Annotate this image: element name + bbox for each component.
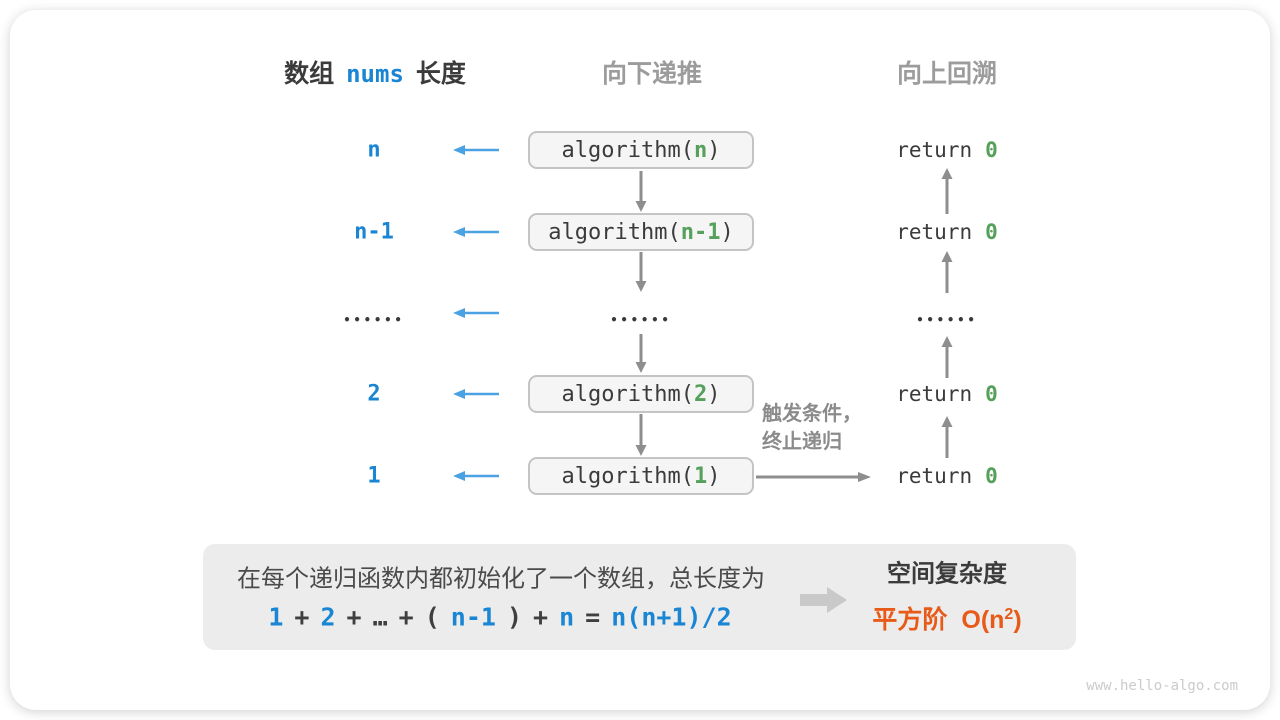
call-arg: n xyxy=(693,137,708,163)
call-close: ) xyxy=(707,381,721,407)
ellipsis-dots: •••••• xyxy=(916,313,978,327)
return-statement: return 0 xyxy=(896,138,998,162)
formula-term: 1 xyxy=(268,602,284,632)
return-keyword: return xyxy=(896,382,973,406)
up-arrow-icon xyxy=(941,336,953,378)
left-arrow-icon xyxy=(453,308,499,318)
superscript: 2 xyxy=(1004,606,1014,623)
length-label: 2 xyxy=(367,381,381,407)
column-header-array-length: 数组 nums 长度 xyxy=(284,54,466,90)
complexity-notation: O(n2) xyxy=(961,606,1021,635)
call-box: algorithm(n-1) xyxy=(528,213,754,251)
call-close: ) xyxy=(720,219,734,245)
return-value: 0 xyxy=(985,138,998,162)
termination-note: 触发条件， 终止递归 xyxy=(762,400,862,456)
complexity-order-label: 平方阶 xyxy=(872,606,948,634)
return-statement: return 0 xyxy=(896,464,998,488)
formula-operator: + xyxy=(346,602,362,632)
call-arg: 2 xyxy=(693,381,708,407)
left-arrow-icon xyxy=(453,227,499,237)
formula-operator: + xyxy=(533,602,549,632)
ellipsis-dots: •••••• xyxy=(610,313,672,327)
formula-ellipsis: … xyxy=(372,602,388,632)
length-label: 1 xyxy=(367,463,381,489)
call-fn: algorithm( xyxy=(548,219,681,245)
notation-prefix: O(n xyxy=(961,606,1005,634)
call-arg: n-1 xyxy=(680,219,721,245)
column-header-recurse-down: 向下递推 xyxy=(601,60,703,88)
call-close: ) xyxy=(707,463,721,489)
call-fn: algorithm( xyxy=(561,463,694,489)
return-value: 0 xyxy=(985,382,998,406)
down-arrow-icon xyxy=(635,252,647,292)
call-fn: algorithm( xyxy=(561,137,694,163)
return-keyword: return xyxy=(896,464,973,488)
termination-note-line1: 触发条件， xyxy=(762,403,862,425)
formula-paren: ( xyxy=(424,602,440,632)
ellipsis-dots: •••••• xyxy=(343,313,405,327)
call-box: algorithm(2) xyxy=(528,375,754,413)
return-keyword: return xyxy=(896,220,973,244)
length-label: n-1 xyxy=(354,219,394,245)
down-arrow-icon xyxy=(635,334,647,373)
complexity-value: 平方阶 O(n2) xyxy=(872,600,1021,636)
return-statement: return 0 xyxy=(896,382,998,406)
header-text-post: 长度 xyxy=(415,60,466,88)
return-statement: return 0 xyxy=(896,220,998,244)
column-header-backtrack-up: 向上回溯 xyxy=(896,60,998,88)
call-close: ) xyxy=(707,137,721,163)
termination-note-line2: 终止递归 xyxy=(762,431,842,453)
return-value: 0 xyxy=(985,464,998,488)
formula-operator: + xyxy=(294,602,310,632)
formula-term: n-1 xyxy=(450,602,496,632)
left-arrow-icon xyxy=(453,145,499,155)
return-value: 0 xyxy=(985,220,998,244)
nums-code: nums xyxy=(346,60,404,88)
call-box: algorithm(1) xyxy=(528,457,754,495)
summary-text: 在每个递归函数内都初始化了一个数组，总长度为 xyxy=(237,565,765,593)
left-arrow-icon xyxy=(453,389,499,399)
length-label: n xyxy=(367,137,381,163)
formula: 1 + 2 + … + ( n-1 ) + n = n(n+1)/2 xyxy=(268,603,731,632)
call-fn: algorithm( xyxy=(561,381,694,407)
down-arrow-icon xyxy=(635,414,647,456)
formula-term: n xyxy=(559,602,575,632)
watermark: www.hello-algo.com xyxy=(1086,678,1238,694)
formula-operator: + xyxy=(398,602,414,632)
formula-paren: ) xyxy=(506,602,523,632)
complexity-title: 空间复杂度 xyxy=(887,560,1007,588)
up-arrow-icon xyxy=(941,251,953,293)
formula-result: n(n+1)/2 xyxy=(611,602,732,632)
formula-term: 2 xyxy=(320,602,336,632)
call-arg: 1 xyxy=(693,463,708,489)
down-arrow-icon xyxy=(635,171,647,212)
left-arrow-icon xyxy=(453,471,499,481)
summary-panel xyxy=(203,544,1076,650)
header-text-pre: 数组 xyxy=(284,60,335,88)
up-arrow-icon xyxy=(941,168,953,214)
call-box: algorithm(n) xyxy=(528,131,754,169)
block-arrow-icon xyxy=(800,587,847,613)
formula-operator: = xyxy=(585,602,601,632)
return-keyword: return xyxy=(896,138,973,162)
up-arrow-icon xyxy=(941,416,953,458)
right-arrow-icon xyxy=(756,472,871,482)
notation-suffix: ) xyxy=(1013,606,1022,634)
